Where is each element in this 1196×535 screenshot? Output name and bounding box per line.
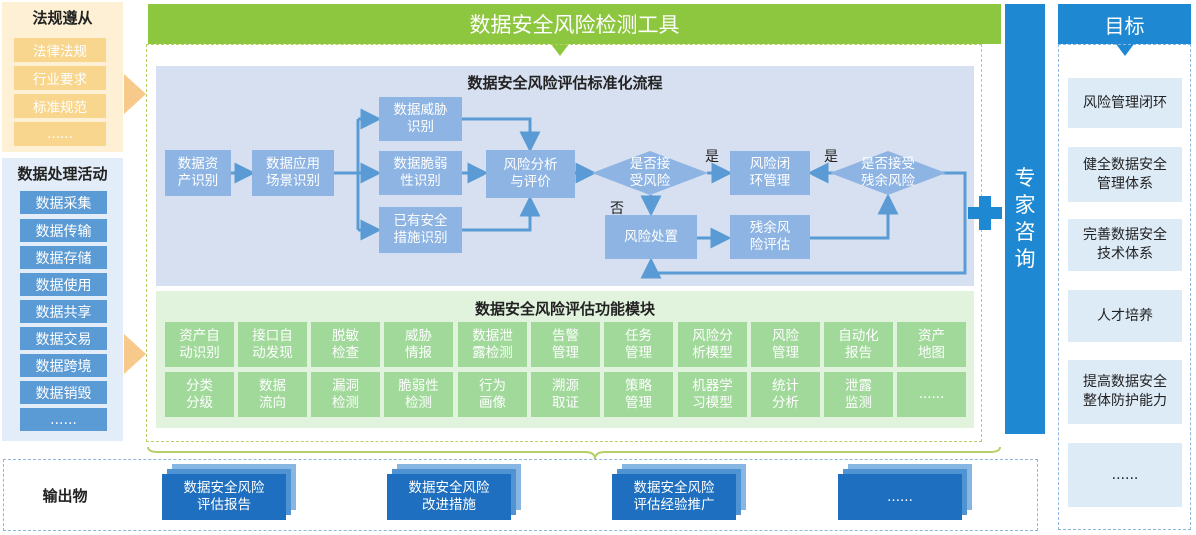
node-risk-analysis: 风险分析与评价 — [486, 150, 575, 198]
module-row1-2: 脱敏检查 — [311, 322, 380, 367]
module-row1-1: 接口自动发现 — [238, 322, 307, 367]
arrow-loop-back — [640, 171, 967, 279]
module-row1-0: 资产自动识别 — [165, 322, 234, 367]
law-item-industry: 行业要求 — [14, 66, 106, 90]
arrow-threat-analysis — [462, 117, 541, 153]
goal-talent: 人才培养 — [1068, 290, 1182, 342]
decision-accept-risk — [592, 151, 708, 195]
activities-arrow-icon — [124, 334, 146, 374]
output-dashed-frame — [3, 459, 1038, 531]
activity-crossborder: 数据跨境 — [20, 354, 107, 377]
goal-more: ...... — [1068, 443, 1182, 507]
node-scene-identify: 数据应用场景识别 — [252, 150, 334, 196]
activity-store: 数据存储 — [20, 246, 107, 269]
law-item-more: ...... — [14, 122, 106, 146]
activity-more: ...... — [20, 408, 107, 431]
goals-dashed-frame — [1058, 44, 1191, 530]
module-row1-6: 任务管理 — [604, 322, 673, 367]
tool-title-bar: 数据安全风险检测工具 — [148, 4, 1001, 44]
module-row1-5: 告警管理 — [531, 322, 600, 367]
label-yes-1: 是 — [705, 149, 719, 165]
law-arrow-icon — [124, 74, 146, 114]
flow-title: 数据安全风险评估标准化流程 — [467, 73, 663, 92]
module-row2-6: 策略管理 — [604, 372, 673, 417]
arrow-residual-acceptres — [810, 193, 899, 240]
activity-share: 数据共享 — [20, 300, 107, 323]
goal-tech-system: 完善数据安全技术体系 — [1068, 219, 1182, 271]
output-doc-2: 数据安全风险评估经验推广 — [612, 474, 736, 520]
node-measure-identify: 已有安全措施识别 — [379, 207, 462, 253]
module-row2-2: 漏洞检测 — [311, 372, 380, 417]
label-yes-2: 是 — [824, 149, 838, 165]
modules-title: 数据安全风险评估功能模块 — [474, 299, 655, 318]
module-row1-9: 自动化报告 — [824, 322, 893, 367]
goals-title: 目标 — [1058, 4, 1191, 44]
goal-management-system: 健全数据安全管理体系 — [1068, 147, 1182, 202]
activity-trade: 数据交易 — [20, 327, 107, 350]
title-down-arrow-icon — [551, 44, 569, 56]
goal-risk-closed-loop: 风险管理闭环 — [1068, 78, 1182, 128]
node-risk-handle: 风险处置 — [605, 215, 697, 259]
law-compliance-title: 法规遵从 — [32, 8, 93, 27]
output-title: 输出物 — [42, 486, 88, 505]
node-asset-identify: 数据资产识别 — [165, 150, 231, 196]
output-doc-3: ...... — [838, 474, 962, 520]
decision-accept-residual — [830, 151, 946, 195]
module-row2-8: 统计分析 — [751, 372, 820, 417]
activity-collect: 数据采集 — [20, 191, 107, 214]
arrow-measure-analysis — [462, 195, 541, 232]
tool-dashed-frame — [146, 44, 982, 442]
module-row1-8: 风险管理 — [751, 322, 820, 367]
activity-transmit: 数据传输 — [20, 219, 107, 242]
node-closed-loop: 风险闭环管理 — [730, 151, 810, 195]
module-row2-9: 泄露监测 — [824, 372, 893, 417]
module-row2-4: 行为画像 — [458, 372, 527, 417]
goals-down-arrow-icon — [1116, 44, 1134, 56]
label-no: 否 — [610, 201, 624, 217]
module-row1-3: 威胁情报 — [384, 322, 453, 367]
node-vuln-identify: 数据脆弱性识别 — [379, 151, 462, 195]
output-doc-1: 数据安全风险改进措施 — [387, 474, 511, 520]
module-row1-7: 风险分析模型 — [678, 322, 747, 367]
module-row2-10: ...... — [897, 372, 966, 417]
decision-accept-risk-label: 是否接受风险 — [629, 156, 671, 189]
module-row2-5: 溯源取证 — [531, 372, 600, 417]
module-row1-10: 资产地图 — [897, 322, 966, 367]
goal-overall-protection: 提高数据安全整体防护能力 — [1068, 360, 1182, 424]
law-item-standards: 标准规范 — [14, 94, 106, 118]
law-item-laws: 法律法规 — [14, 38, 106, 62]
node-threat-identify: 数据威胁识别 — [379, 97, 462, 141]
module-row2-3: 脆弱性检测 — [384, 372, 453, 417]
output-doc-0: 数据安全风险评估报告 — [162, 474, 286, 520]
node-residual-assess: 残余风险评估 — [730, 215, 810, 259]
activity-destroy: 数据销毁 — [20, 381, 107, 404]
module-row2-7: 机器学习模型 — [678, 372, 747, 417]
activity-use: 数据使用 — [20, 273, 107, 296]
expert-consult-bar: 专 家 咨 询 — [1005, 4, 1045, 434]
decision-accept-residual-label: 是否接受残余风险 — [861, 156, 915, 189]
module-row2-0: 分类分级 — [165, 372, 234, 417]
data-activities-title: 数据处理活动 — [17, 164, 108, 183]
module-row1-4: 数据泄露检测 — [458, 322, 527, 367]
module-row2-1: 数据流向 — [238, 372, 307, 417]
